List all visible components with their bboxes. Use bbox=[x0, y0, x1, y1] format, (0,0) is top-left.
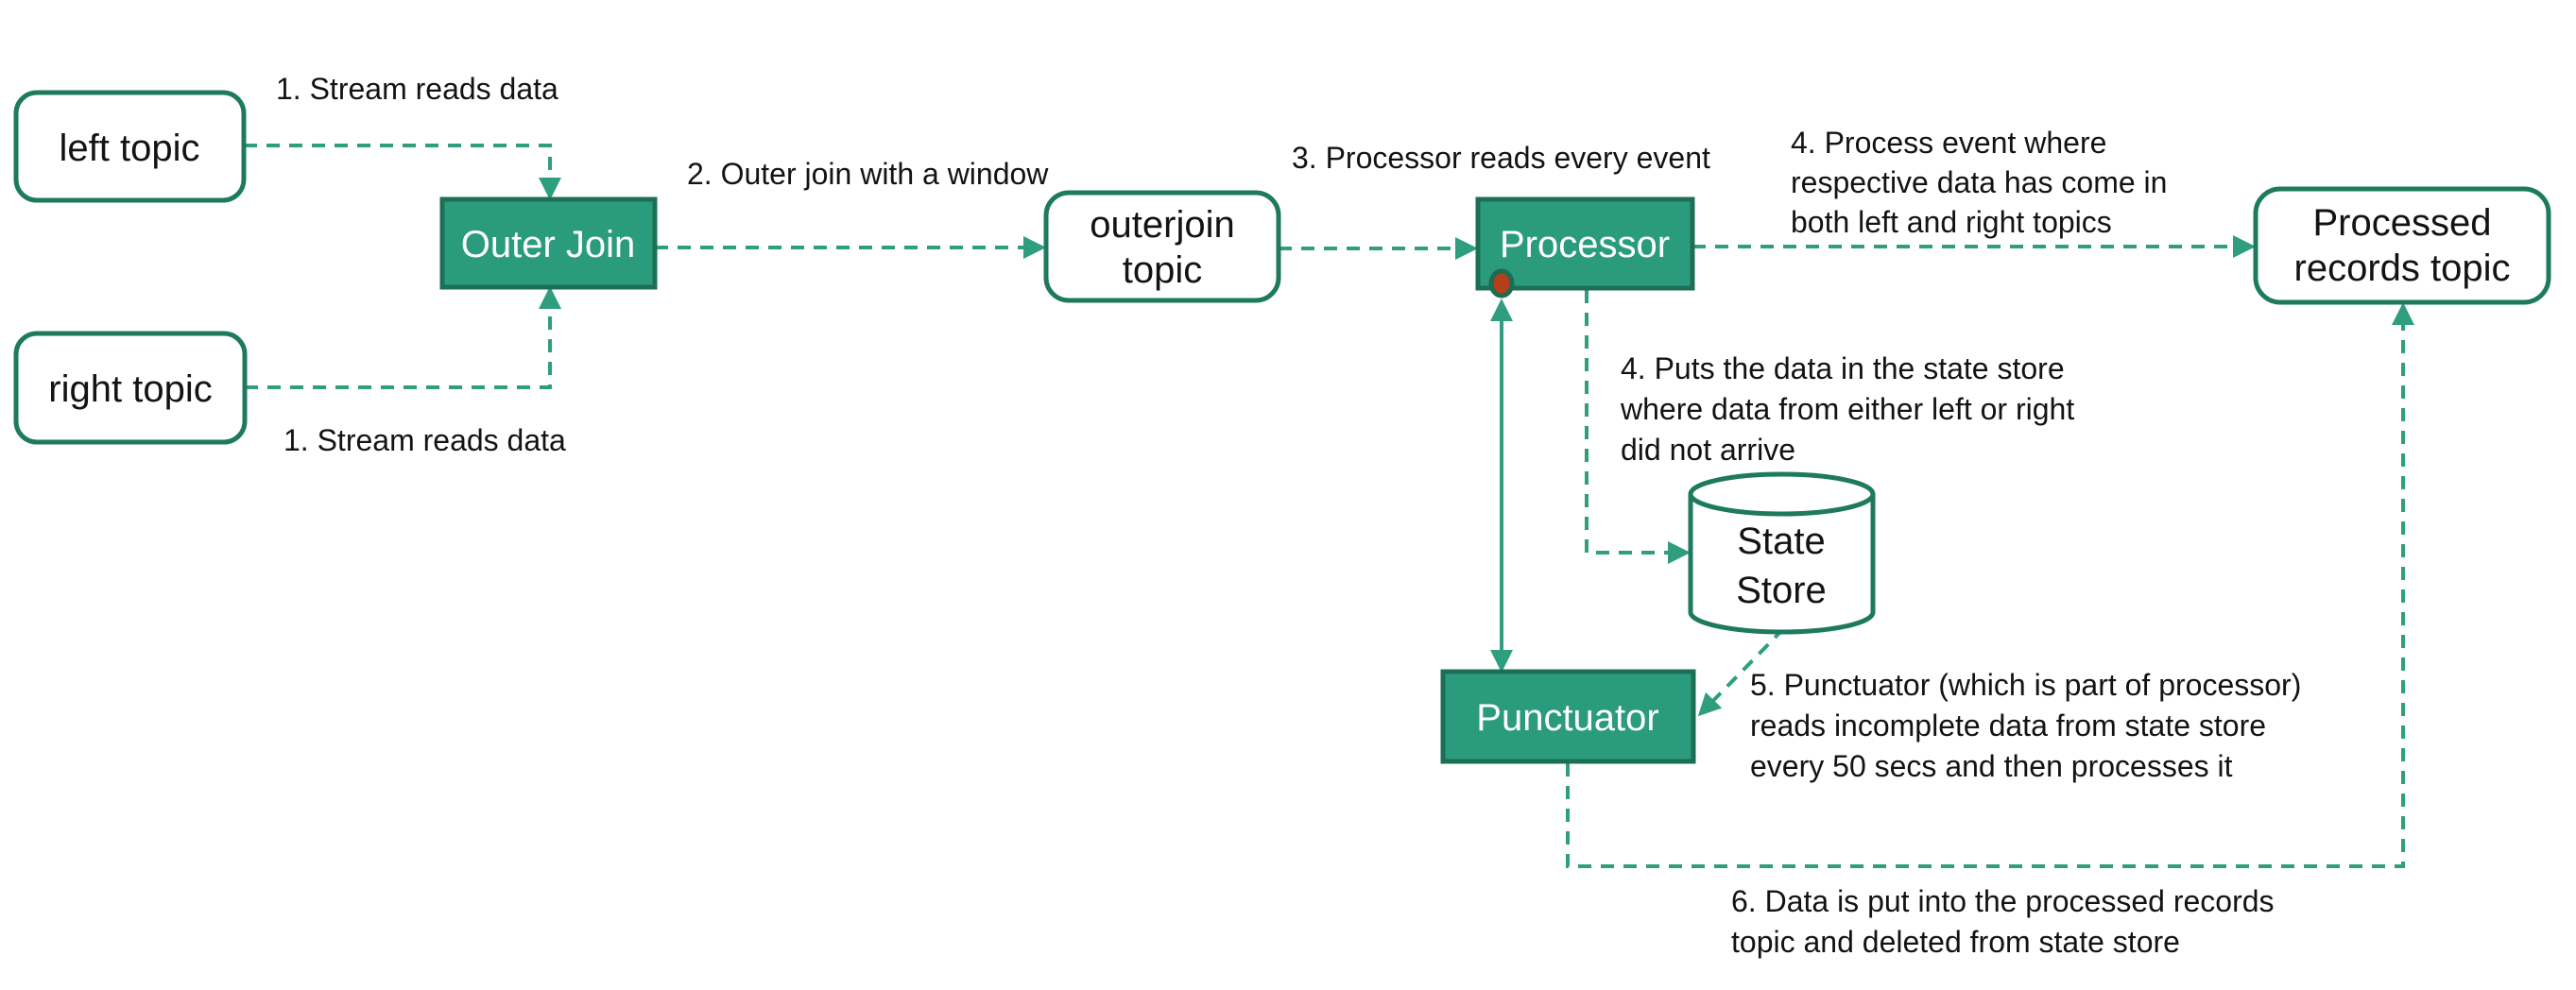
processed-records-topic-label-line1: Processed bbox=[2313, 202, 2492, 244]
annotation-step6-line1: 6. Data is put into the processed record… bbox=[1731, 884, 2275, 918]
edge-left-topic-to-outer-join bbox=[244, 144, 561, 200]
annotation-step4-right: 4. Process event where respective data h… bbox=[1791, 126, 2167, 239]
annotation-step6-line2: topic and deleted from state store bbox=[1731, 925, 2180, 959]
edge-state-store-to-punctuator bbox=[1697, 626, 1786, 717]
state-store-cylinder-body bbox=[1688, 494, 1876, 635]
annotation-step4-store-line1: 4. Puts the data in the state store bbox=[1621, 351, 2065, 385]
right-topic-label: right topic bbox=[48, 368, 212, 410]
edge-punctuator-to-processed-records bbox=[1566, 302, 2414, 868]
annotation-step5-line3: every 50 secs and then processes it bbox=[1750, 749, 2233, 783]
node-outerjoin-topic: outerjoin topic bbox=[1043, 190, 1281, 303]
punctuator-box bbox=[1440, 669, 1696, 764]
outerjoin-topic-label-line2: topic bbox=[1123, 249, 1203, 291]
node-left-topic: left topic bbox=[13, 90, 247, 203]
punctuator-label: Punctuator bbox=[1476, 697, 1658, 739]
annotation-step5-line1: 5. Punctuator (which is part of processo… bbox=[1750, 668, 2301, 702]
annotation-step4-store: 4. Puts the data in the state store wher… bbox=[1620, 351, 2074, 467]
annotation-step6: 6. Data is put into the processed record… bbox=[1731, 884, 2275, 959]
left-topic-box bbox=[13, 90, 247, 203]
right-topic-box bbox=[13, 331, 248, 445]
outerjoin-topic-box bbox=[1043, 190, 1281, 303]
processed-records-topic-label-line2: records topic bbox=[2294, 248, 2511, 289]
node-right-topic: right topic bbox=[13, 331, 248, 445]
edge-right-topic-to-outer-join bbox=[245, 286, 561, 389]
left-topic-label: left topic bbox=[60, 128, 200, 169]
edge-processor-to-state-store bbox=[1585, 290, 1691, 564]
annotation-step1-bottom: 1. Stream reads data bbox=[283, 423, 566, 457]
annotation-step4-right-line2: respective data has come in bbox=[1791, 165, 2167, 199]
annotation-step4-right-line3: both left and right topics bbox=[1791, 205, 2112, 239]
annotation-step5: 5. Punctuator (which is part of processo… bbox=[1750, 668, 2301, 783]
annotation-step4-store-line2: where data from either left or right bbox=[1620, 392, 2074, 426]
node-processed-records-topic: Processed records topic bbox=[2253, 186, 2551, 305]
state-store-label-line1: State bbox=[1737, 521, 1825, 562]
annotation-step4-right-line1: 4. Process event where bbox=[1791, 126, 2106, 160]
node-processor: Processor bbox=[1475, 196, 1695, 299]
processor-box bbox=[1475, 196, 1695, 291]
annotation-step1-top: 1. Stream reads data bbox=[276, 72, 558, 106]
edges bbox=[244, 144, 2414, 868]
outer-join-label: Outer Join bbox=[461, 224, 636, 265]
outer-join-box bbox=[439, 196, 658, 290]
annotations: 1. Stream reads data 1. Stream reads dat… bbox=[276, 72, 2301, 959]
processor-label: Processor bbox=[1500, 224, 1670, 265]
state-store-cylinder-top bbox=[1688, 471, 1876, 517]
annotation-step3: 3. Processor reads every event bbox=[1292, 141, 1710, 175]
annotation-step5-line2: reads incomplete data from state store bbox=[1750, 708, 2266, 742]
processor-port-dot bbox=[1488, 268, 1515, 299]
annotation-step2: 2. Outer join with a window bbox=[687, 157, 1049, 191]
outerjoin-topic-label-line1: outerjoin bbox=[1090, 204, 1234, 246]
node-state-store: State Store bbox=[1688, 471, 1876, 635]
node-punctuator: Punctuator bbox=[1440, 669, 1696, 764]
processed-records-topic-box bbox=[2253, 186, 2551, 305]
annotation-step4-store-line3: did not arrive bbox=[1621, 433, 1795, 467]
node-outer-join: Outer Join bbox=[439, 196, 658, 290]
state-store-label-line2: Store bbox=[1736, 570, 1827, 611]
